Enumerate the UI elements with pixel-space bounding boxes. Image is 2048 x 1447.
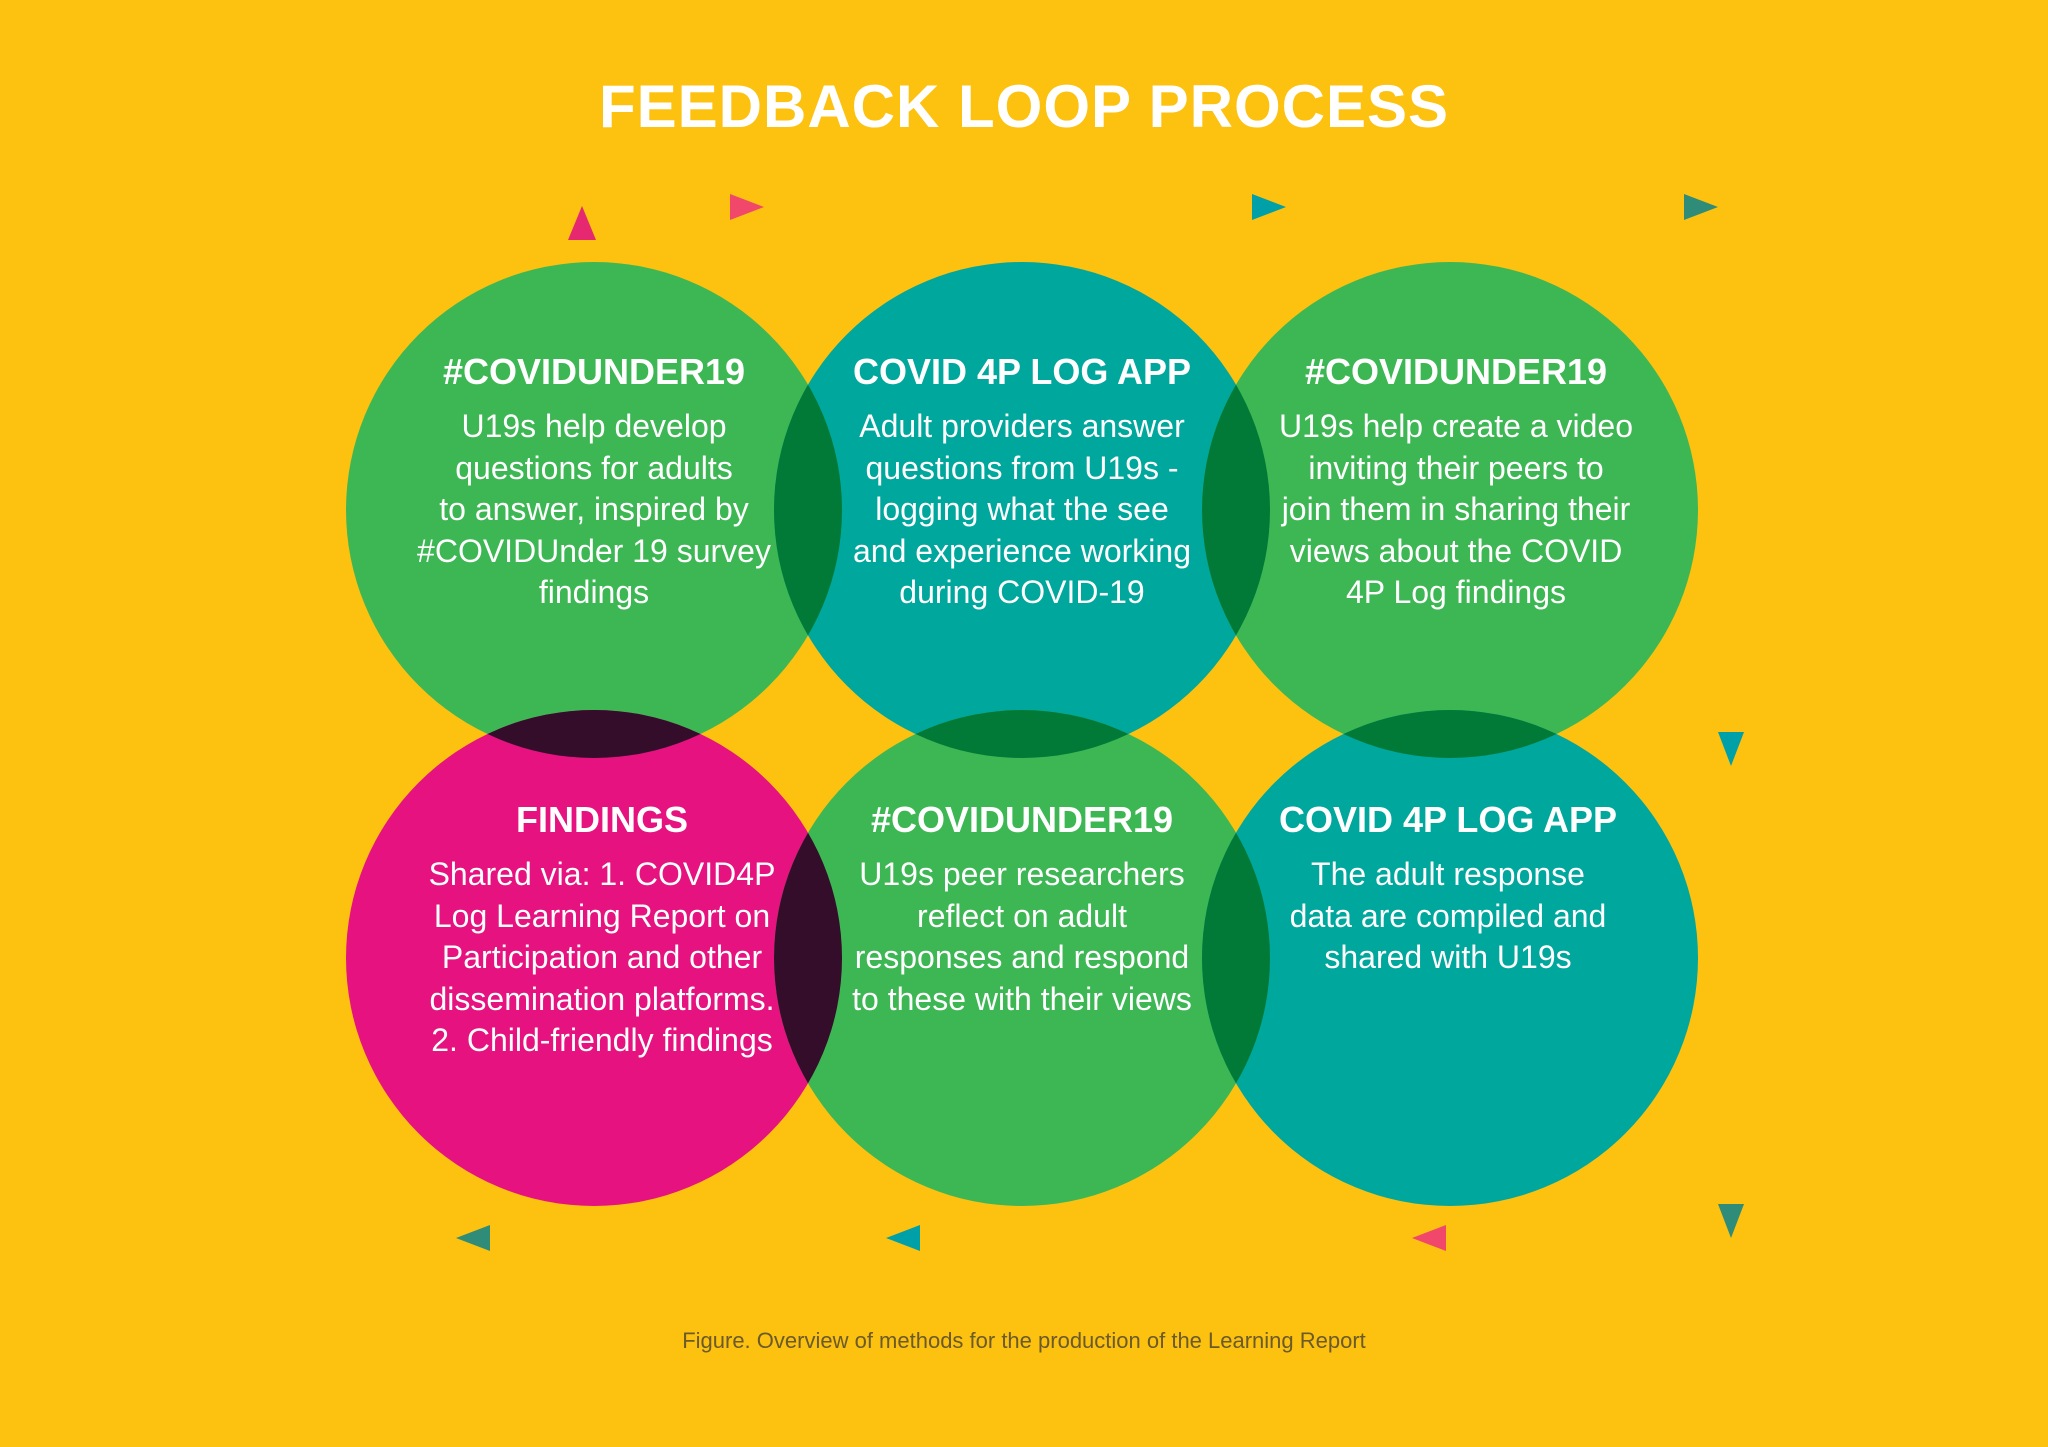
step-4-title: FINDINGS — [515, 799, 688, 840]
step-5-text: #COVIDUNDER19 U19s peer researchers refl… — [812, 798, 1232, 1020]
arrowhead-top-3 — [1684, 194, 1718, 220]
step-1-text: #COVIDUNDER19 U19s help develop question… — [384, 350, 804, 614]
circle-step-3 — [1202, 262, 1698, 758]
step-1-title: #COVIDUNDER19 — [442, 351, 746, 392]
arrowhead-up — [568, 206, 596, 240]
step-2-text: COVID 4P LOG APP Adult providers answer … — [812, 350, 1232, 614]
step-4-body: Shared via: 1. COVID4P Log Learning Repo… — [428, 856, 776, 1058]
arrowhead-top-1 — [730, 194, 764, 220]
arrowhead-bottom-2 — [886, 1225, 920, 1251]
step-6-title: COVID 4P LOG APP — [1278, 799, 1618, 840]
step-5-title: #COVIDUNDER19 — [870, 799, 1174, 840]
diagram-title: FEEDBACK LOOP PROCESS — [598, 73, 1449, 140]
step-3-title: #COVIDUNDER19 — [1304, 351, 1608, 392]
circle-step-6 — [1202, 710, 1698, 1206]
arrowhead-top-2 — [1252, 194, 1286, 220]
step-3-body: U19s help create a video inviting their … — [1279, 408, 1633, 610]
step-6-text: COVID 4P LOG APP The adult response data… — [1238, 798, 1658, 979]
step-5-body: U19s peer researchers reflect on adult r… — [852, 856, 1192, 1017]
step-4-text: FINDINGS Shared via: 1. COVID4P Log Lear… — [392, 798, 812, 1062]
step-1-body: U19s help develop questions for adults t… — [417, 408, 771, 610]
arrowhead-right-1 — [1718, 732, 1744, 766]
figure-caption: Figure. Overview of methods for the prod… — [682, 1328, 1366, 1353]
step-3-text: #COVIDUNDER19 U19s help create a video i… — [1246, 350, 1666, 614]
arrowhead-bottom-3 — [456, 1225, 490, 1251]
arrowhead-bottom-1 — [1412, 1225, 1446, 1251]
step-6-body: The adult response data are compiled and… — [1289, 856, 1607, 975]
circle-step-4 — [346, 710, 842, 1206]
step-2-body: Adult providers answer questions from U1… — [853, 408, 1191, 610]
circle-step-5 — [774, 710, 1270, 1206]
circle-step-2 — [774, 262, 1270, 758]
arrowhead-right-2 — [1718, 1204, 1744, 1238]
circle-step-1 — [346, 262, 842, 758]
step-2-title: COVID 4P LOG APP — [852, 351, 1192, 392]
